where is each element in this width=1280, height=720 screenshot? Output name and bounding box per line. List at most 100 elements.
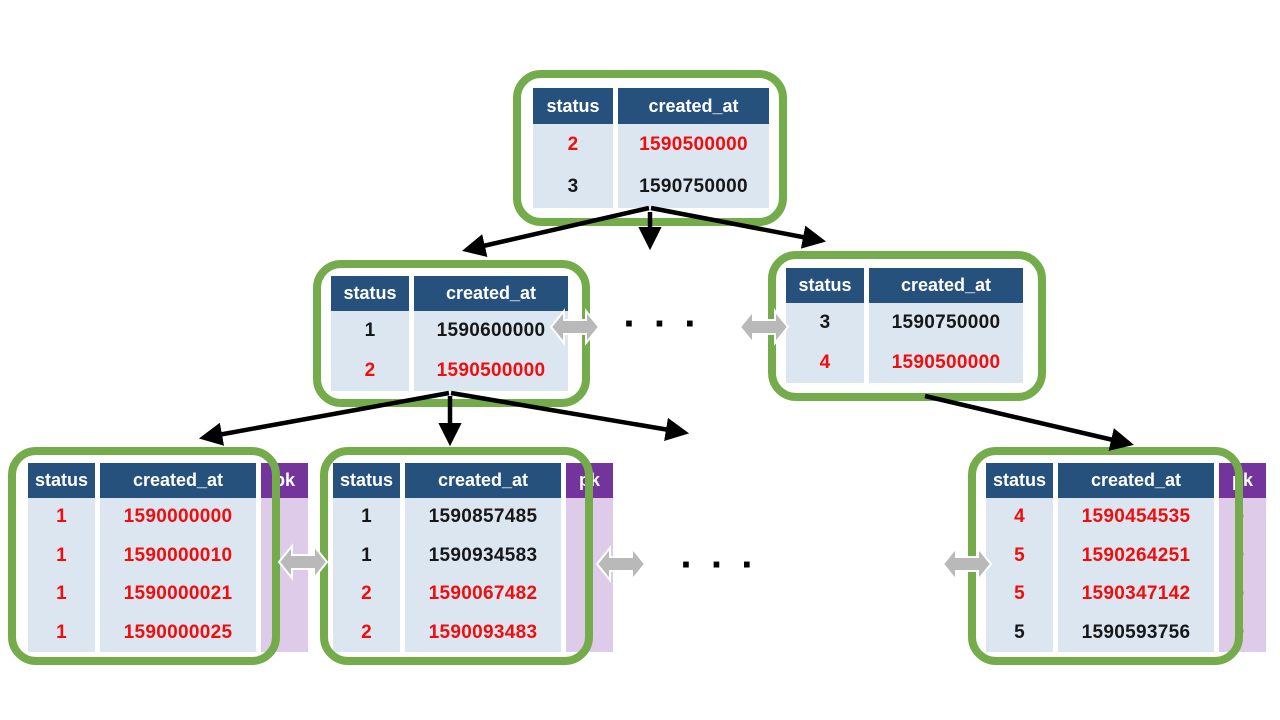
table-cell: 1590750000	[618, 166, 769, 208]
table-cell: ·	[1219, 498, 1266, 537]
table-cell: 2	[533, 124, 613, 166]
table-cell: ·	[1219, 536, 1266, 575]
table-cell	[566, 498, 613, 537]
edge-internal-right-to-leaf-right	[924, 393, 1134, 451]
table-cell	[261, 575, 308, 614]
table-cell: 1590500000	[618, 124, 769, 166]
table-cell: 1	[331, 311, 409, 351]
column-header-created-at: created_at	[405, 463, 561, 498]
table-cell: 5	[986, 536, 1053, 575]
table-cell: 1590093483	[405, 613, 561, 652]
table-cell: 1590264251	[1058, 536, 1214, 575]
column-header-status: status	[533, 88, 613, 124]
edge-internal-left-to-leaf-ellipsis	[450, 390, 690, 441]
table-cell: ·	[1219, 613, 1266, 652]
table-cell: 1590934583	[405, 536, 561, 575]
table-cell: 1590000025	[100, 613, 256, 652]
table-cell	[566, 536, 613, 575]
table-cell: ·	[1219, 575, 1266, 614]
column-pk: pk	[261, 463, 308, 652]
column-header-created-at: created_at	[1058, 463, 1214, 498]
column-pk: pk ····	[1219, 463, 1266, 652]
table-cell: 4	[986, 498, 1053, 537]
table-cell: 3	[786, 303, 864, 343]
table-cell: 1590347142	[1058, 575, 1214, 614]
table-cell: 5	[986, 613, 1053, 652]
column-header-status: status	[28, 463, 95, 498]
table-cell: 1	[333, 536, 400, 575]
column-body-pk	[261, 498, 308, 652]
edge-internal-left-to-leaf-left	[198, 390, 450, 446]
column-header-status: status	[333, 463, 400, 498]
table-cell: 1590000021	[100, 575, 256, 614]
table-cell	[566, 575, 613, 614]
column-header-status: status	[786, 268, 864, 303]
table-cell: 1590500000	[869, 343, 1023, 383]
table-cell: 1590454535	[1058, 498, 1214, 537]
table-cell: 2	[331, 351, 409, 391]
column-header-created-at: created_at	[869, 268, 1023, 303]
table-cell	[261, 536, 308, 575]
table-cell: 3	[533, 166, 613, 208]
table-cell: 1590067482	[405, 575, 561, 614]
table-cell: 1590857485	[405, 498, 561, 537]
table-cell: 2	[333, 575, 400, 614]
ellipsis-leaf-level: · · ·	[680, 543, 758, 587]
double-arrow-icon-leaf-right	[941, 545, 993, 583]
table-cell: 1590593756	[1058, 613, 1214, 652]
ellipsis-internal-level: · · ·	[623, 302, 701, 346]
table-cell: 2	[333, 613, 400, 652]
table-cell: 1590750000	[869, 303, 1023, 343]
table-cell: 1	[28, 613, 95, 652]
column-header-created-at: created_at	[414, 276, 568, 311]
column-body-pk	[566, 498, 613, 652]
table-cell: 1590000000	[100, 498, 256, 537]
table-cell: 1	[28, 575, 95, 614]
column-header-created-at: created_at	[618, 88, 769, 124]
edge-root-to-internal-left	[462, 205, 650, 258]
table-cell	[566, 613, 613, 652]
table-cell: 1	[28, 536, 95, 575]
table-cell: 1590500000	[414, 351, 568, 391]
column-body-pk: ····	[1219, 498, 1266, 652]
table-cell: 1590600000	[414, 311, 568, 351]
double-arrow-icon-internal-right	[738, 308, 790, 346]
column-header-created-at: created_at	[100, 463, 256, 498]
table-cell: 5	[986, 575, 1053, 614]
column-header-status: status	[986, 463, 1053, 498]
